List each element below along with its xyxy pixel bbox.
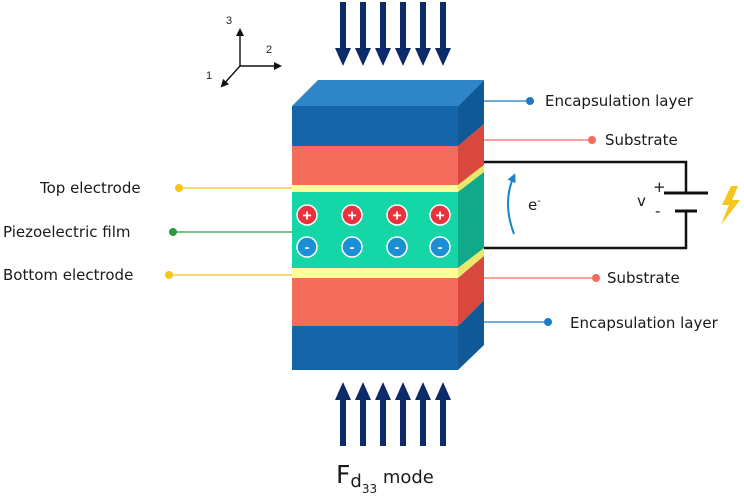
bottom-electrode-label: Bottom electrode [3,266,133,284]
substrate-bottom-layer [292,278,458,326]
force-arrow-icon [355,2,371,66]
encapsulation-top-layer [292,106,458,146]
minus-terminal: - [655,202,660,220]
force-arrow-icon [395,2,411,66]
top-electrode-layer [292,185,458,192]
axis-triad-icon: 3 2 1 [206,15,282,88]
svg-text:+: + [435,208,444,225]
svg-text:-: - [305,239,310,256]
curved-arrow-icon [507,173,516,235]
force-arrow-icon [355,382,371,446]
axis-3-label: 3 [226,15,232,27]
force-arrow-icon [375,2,391,66]
svg-text:+: + [302,208,311,225]
plus-terminal: + [653,178,666,196]
positive-charge: + [386,204,408,226]
encapsulation-bottom-layer [292,326,458,370]
positive-charge: + [429,204,451,226]
substrate-top-layer [292,146,458,185]
charges: + - + - + - + - [296,204,451,258]
bottom-force-arrows [335,382,451,446]
negative-charge: - [341,236,363,258]
svg-text:-: - [350,239,355,256]
right-labels: Encapsulation layer Substrate Substrate … [484,92,719,332]
force-arrow-icon [335,382,351,446]
encapsulation-bottom-label: Encapsulation layer [570,314,719,332]
lightning-icon [721,186,740,225]
force-arrow-icon [375,382,391,446]
piezo-film-label: Piezoelectric film [3,223,131,241]
circuit: e- v + - [484,160,740,250]
left-labels: Top electrode Piezoelectric film Bottom … [3,179,292,284]
stack-side-faces [458,80,484,370]
electron-label: e- [528,196,541,214]
svg-text:-: - [438,239,443,256]
force-arrow-icon [435,382,451,446]
force-arrow-icon [415,2,431,66]
voltage-label: v [637,192,646,210]
top-force-arrows [335,2,451,66]
force-arrow-icon [415,382,431,446]
axis-2-label: 2 [266,44,272,56]
negative-charge: - [429,236,451,258]
piezo-film-layer [292,192,458,268]
svg-text:+: + [347,208,356,225]
svg-text:-: - [395,239,400,256]
substrate-top-label: Substrate [605,131,678,149]
positive-charge: + [296,204,318,226]
substrate-bottom-label: Substrate [607,269,680,287]
encapsulation-top-face [292,80,484,106]
bottom-electrode-layer [292,268,458,278]
positive-charge: + [341,204,363,226]
force-arrow-icon [395,382,411,446]
battery-icon [664,191,708,213]
encapsulation-top-label: Encapsulation layer [545,92,694,110]
svg-text:+: + [392,208,401,225]
negative-charge: - [386,236,408,258]
mode-caption: Fd33 mode [336,460,434,496]
top-electrode-label: Top electrode [39,179,141,197]
force-arrow-icon [435,2,451,66]
negative-charge: - [296,236,318,258]
force-arrow-icon [335,2,351,66]
layer-stack [292,106,458,370]
axis-1-label: 1 [206,70,212,82]
